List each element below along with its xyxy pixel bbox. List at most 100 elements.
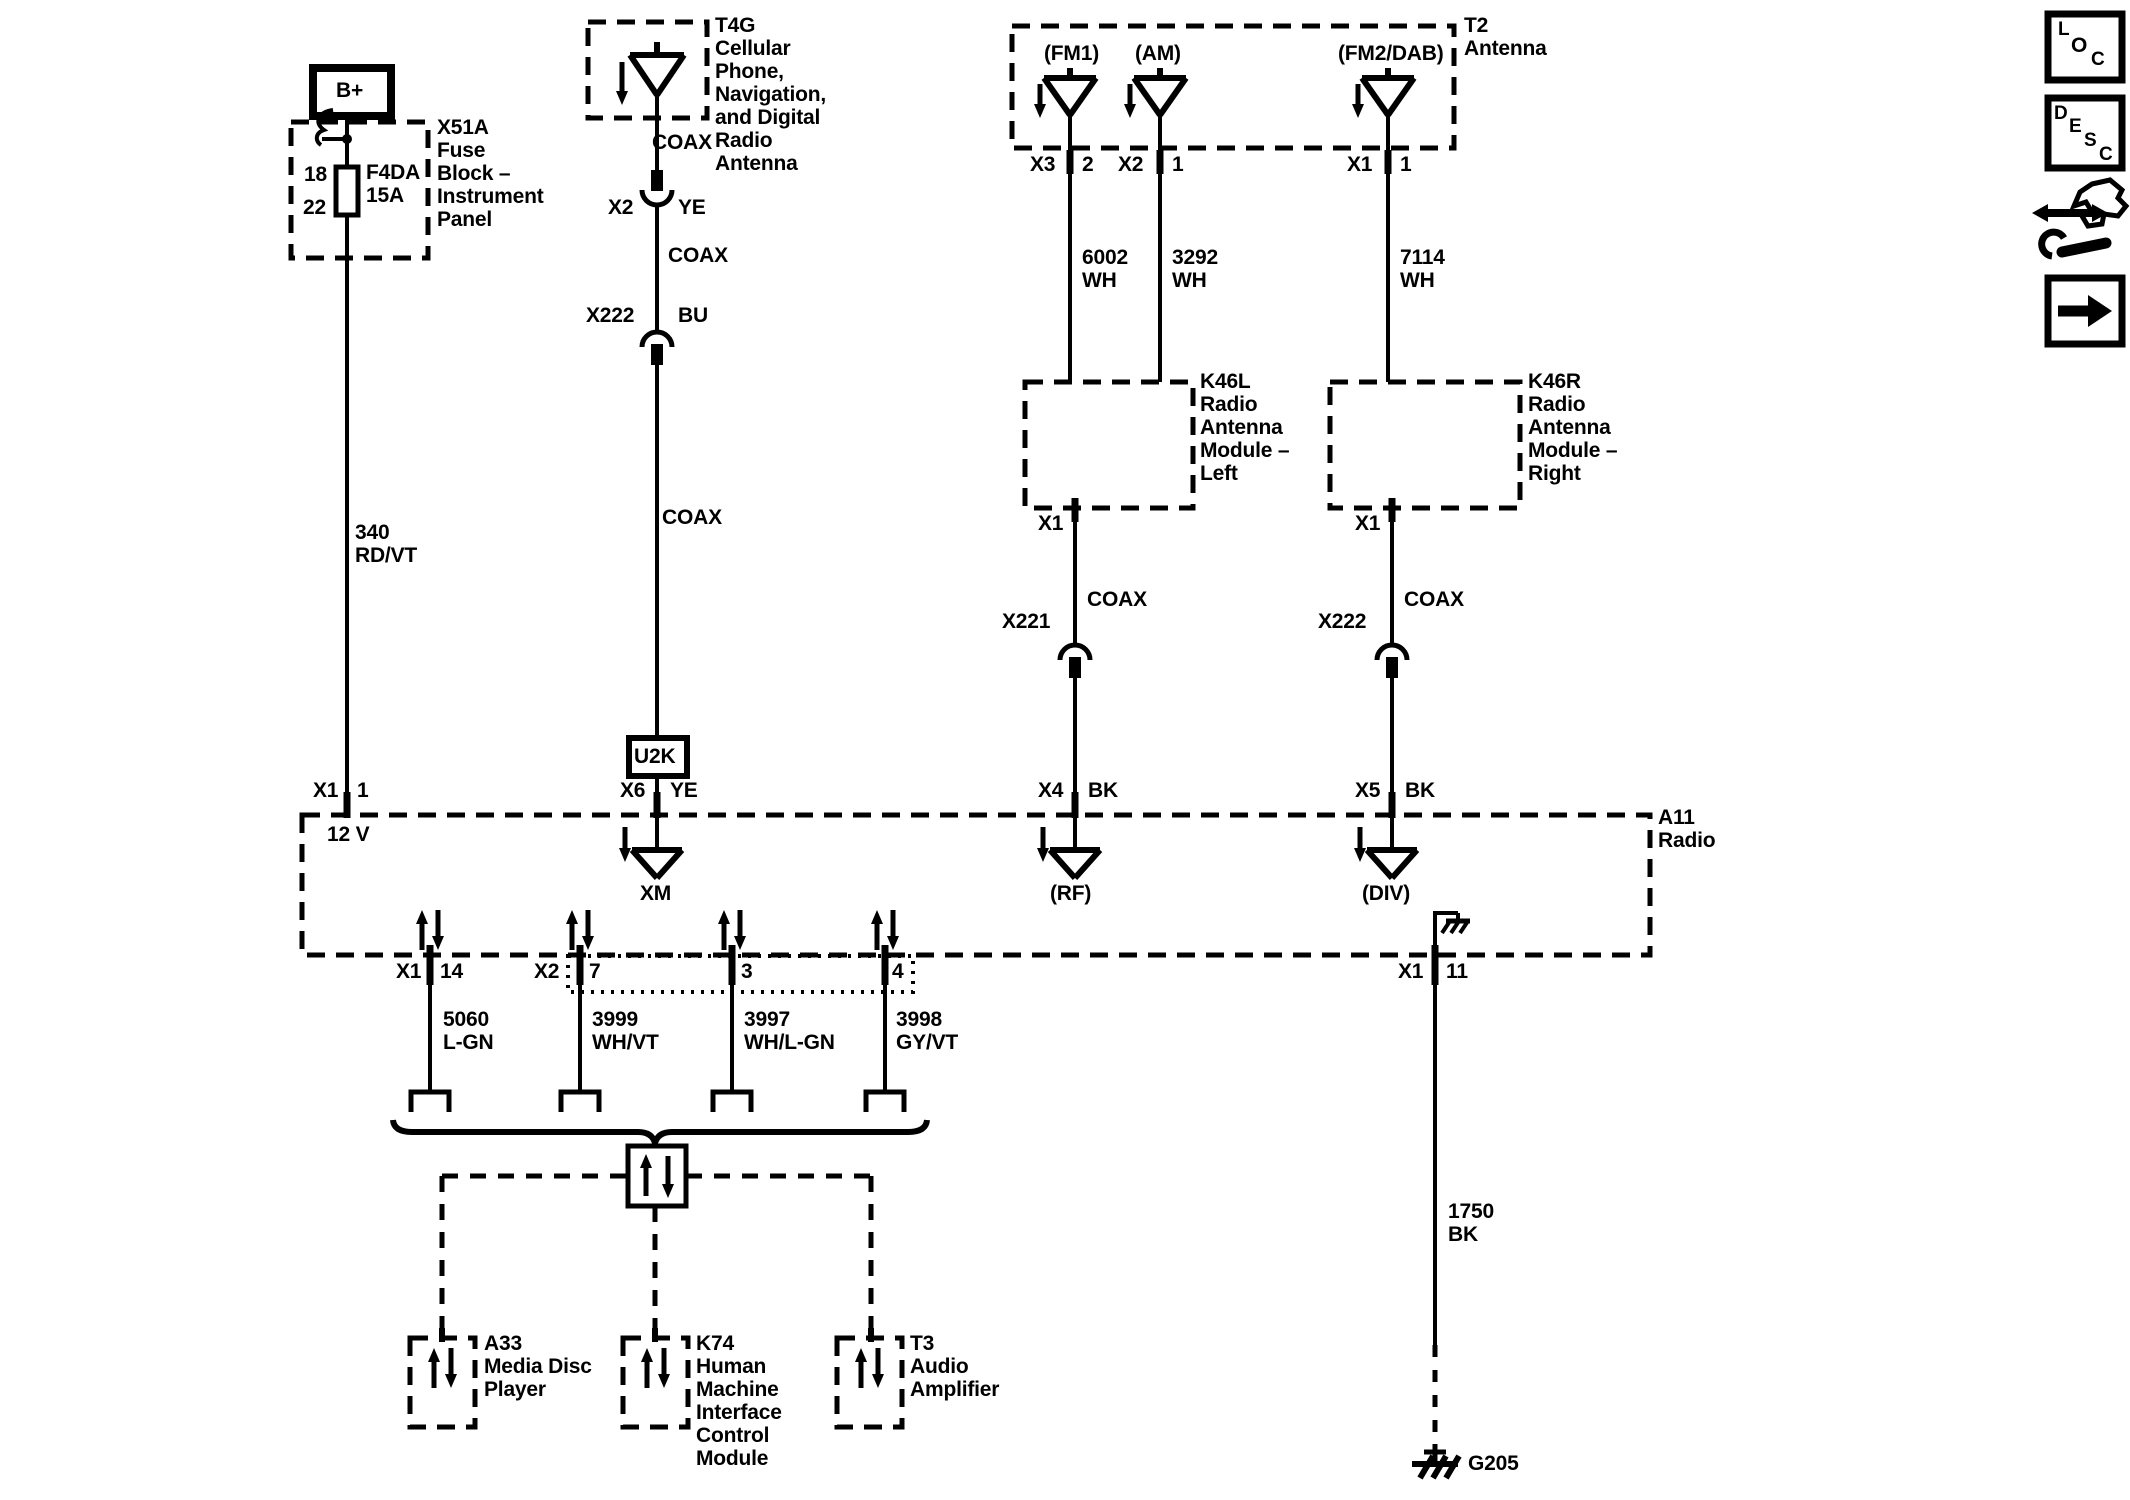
ground-g205-label: G205	[1468, 1452, 1519, 1475]
bidirectional-arrows-icon	[641, 1348, 670, 1388]
loc-button-frame[interactable]	[2044, 10, 2126, 84]
pin-label-x5: X5	[1355, 779, 1381, 802]
fm1-label: (FM1)	[1044, 42, 1099, 65]
fuse-symbol	[333, 164, 361, 218]
next-arrow-button[interactable]	[2044, 274, 2126, 348]
pin-number-1: 1	[357, 779, 369, 802]
pin-number-2: 2	[1082, 153, 1094, 176]
t2-box	[1009, 23, 1457, 151]
wire-label-7114: 7114 WH	[1400, 246, 1445, 292]
wire-label-6002: 6002 WH	[1082, 246, 1128, 292]
pin-label-x6: X6	[620, 779, 646, 802]
wire-label-3998: 3998 GY/VT	[896, 1008, 959, 1054]
loc-letter-l: L	[2058, 19, 2070, 40]
down-arrow-icon	[1124, 84, 1136, 118]
antenna-icon	[1131, 68, 1189, 117]
radio-box	[299, 812, 1653, 958]
k46l-box	[1022, 379, 1196, 511]
power-branch	[288, 64, 431, 818]
pin-label-x4: X4	[1038, 779, 1064, 802]
rf-label: (RF)	[1050, 882, 1092, 905]
wire-label-340: 340 RD/VT	[355, 521, 418, 567]
x2-connector-group-box	[566, 954, 915, 994]
antenna-icon	[1047, 815, 1103, 880]
coax-label: COAX	[1404, 588, 1464, 611]
vehicle-wrench-icon[interactable]	[2032, 177, 2130, 260]
wire-color-bk: BK	[1088, 779, 1118, 802]
supply-label-12v: 12 V	[327, 823, 370, 846]
k46r-box	[1327, 379, 1523, 511]
wire-color-bk: BK	[1405, 779, 1435, 802]
xm-label: XM	[640, 882, 672, 905]
inline-connector-x222	[639, 329, 675, 365]
desc-letter-c: C	[2099, 144, 2113, 165]
pin-number-7: 7	[589, 960, 601, 983]
k74-box	[620, 1335, 691, 1430]
fuse-block-box	[288, 119, 431, 261]
wire-label-3997: 3997 WH/L-GN	[744, 1008, 835, 1054]
t2-branch	[1009, 23, 1457, 382]
pin-label-x1: X1	[1347, 153, 1373, 176]
wire-color-bu: BU	[678, 304, 708, 327]
pin-label-x1: X1	[1398, 960, 1424, 983]
down-arrow-icon	[619, 827, 631, 862]
desc-letter-d: D	[2054, 103, 2068, 124]
brace	[390, 1119, 930, 1155]
fuse-pin-bottom: 22	[303, 196, 326, 219]
wire-label-3999: 3999 WH/VT	[592, 1008, 659, 1054]
desc-letter-e: E	[2069, 116, 2082, 137]
u2k-option-label: U2K	[634, 745, 676, 768]
pin-number-3: 3	[741, 960, 753, 983]
radio-a11-label: A11 Radio	[1658, 806, 1716, 852]
bidirectional-arrows-icon	[640, 1154, 674, 1198]
pin-label-x2: X2	[1118, 153, 1144, 176]
wire-label-3292: 3292 WH	[1172, 246, 1218, 292]
terminal-hook-icon	[314, 108, 334, 147]
battery-label: B+	[336, 79, 364, 102]
pin-label-x2: X2	[534, 960, 560, 983]
t4g-box	[585, 19, 710, 121]
connector-label-x221: X221	[1002, 610, 1051, 633]
antenna-icon	[627, 42, 687, 97]
wire-label-1750: 1750 BK	[1448, 1200, 1494, 1246]
bidirectional-arrows-icon	[416, 910, 899, 950]
wire-color-ye: YE	[678, 196, 706, 219]
connector-label-x222: X222	[1318, 610, 1367, 633]
ground-g205-icon	[1412, 1444, 1462, 1480]
down-arrow-icon	[1354, 827, 1366, 862]
loc-letter-c: C	[2091, 49, 2105, 70]
down-arrow-icon	[1352, 84, 1364, 118]
coax-label: COAX	[652, 131, 712, 154]
bidirectional-arrows-icon	[855, 1348, 884, 1388]
antenna-icon	[1359, 68, 1417, 117]
battery-symbol	[309, 64, 395, 120]
connector-label-x222: X222	[586, 304, 635, 327]
down-arrow-icon	[1034, 84, 1046, 118]
antenna-icon	[1041, 68, 1099, 117]
pin-number-14: 14	[440, 960, 463, 983]
ground-branch	[1412, 985, 1462, 1480]
a33-label: A33 Media Disc Player	[484, 1332, 592, 1401]
connector-label-x2: X2	[608, 196, 634, 219]
t3-box	[834, 1335, 905, 1430]
pin-label-x1: X1	[313, 779, 339, 802]
desc-button-frame[interactable]	[2044, 94, 2126, 172]
k46l-module	[1022, 379, 1196, 818]
serial-data-node-box	[625, 1143, 689, 1209]
loc-letter-o: O	[2071, 34, 2088, 57]
pin-number-1: 1	[1172, 153, 1184, 176]
t3-label: T3 Audio Amplifier	[910, 1332, 1000, 1401]
k74-label: K74 Human Machine Interface Control Modu…	[696, 1332, 782, 1470]
t2-label: T2 Antenna	[1464, 14, 1547, 60]
fuse-block-label: X51A Fuse Block – Instrument Panel	[437, 116, 544, 231]
pin-number-11: 11	[1446, 960, 1468, 983]
pin-label-x1: X1	[1038, 512, 1064, 535]
wire-color-ye: YE	[670, 779, 698, 802]
antenna-icon	[629, 815, 685, 880]
bidirectional-arrows-icon	[428, 1348, 457, 1388]
shield-terminator-icon	[408, 1089, 907, 1112]
chassis-ground-icon	[1433, 911, 1470, 955]
pin-label-x1: X1	[1355, 512, 1381, 535]
